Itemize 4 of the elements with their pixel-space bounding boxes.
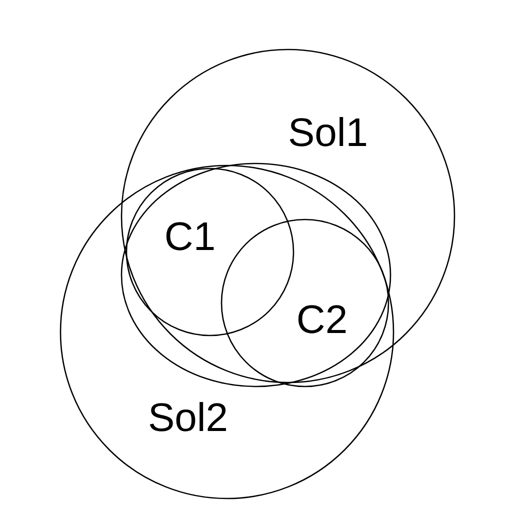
set-label: Sol1 (288, 113, 368, 153)
set-label: C1 (164, 217, 216, 257)
set-label: Sol2 (148, 398, 228, 438)
set-label: C2 (296, 300, 348, 340)
